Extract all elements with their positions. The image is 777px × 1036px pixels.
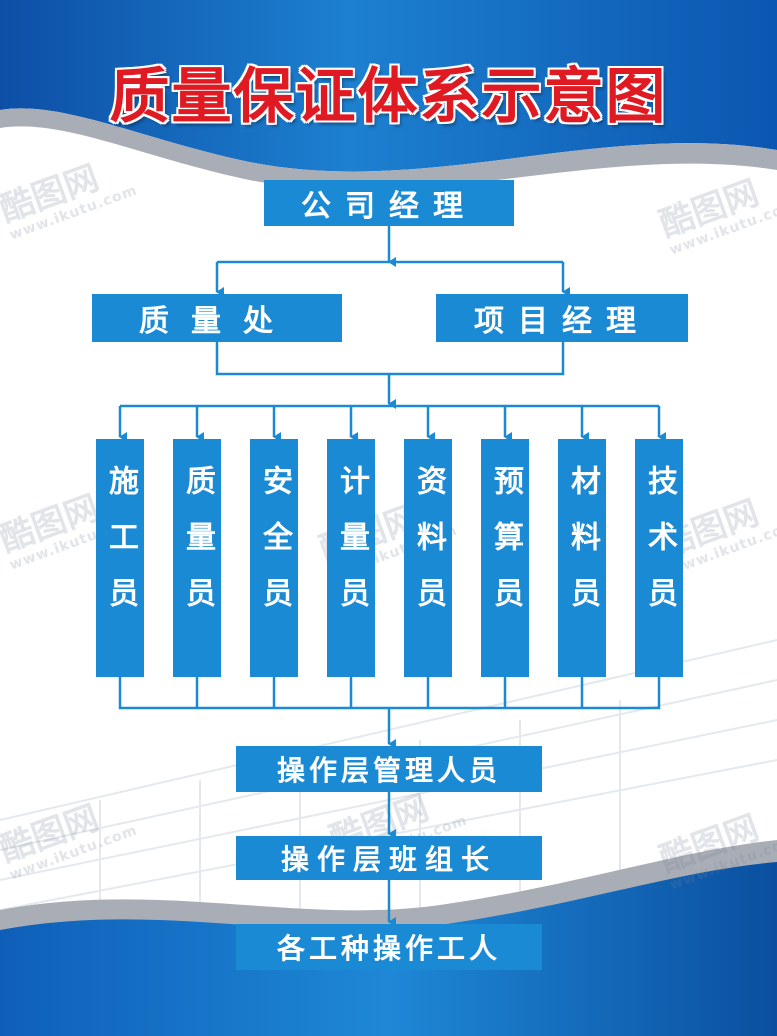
staff-box-budget: 预算员 [481, 439, 529, 677]
box-label: 项目经理 [474, 304, 650, 339]
box-label: 质量员 [180, 465, 215, 633]
box-label: 技术员 [642, 465, 677, 633]
staff-box-quality: 质量员 [173, 439, 221, 677]
box-label: 材料员 [565, 465, 600, 633]
box-label: 公司经理 [301, 189, 477, 224]
box-label: 操作层班组长 [280, 843, 497, 876]
staff-box-documents: 资料员 [404, 439, 452, 677]
page-title: 质量保证体系示意图 [109, 62, 668, 132]
company-manager-box: 公司经理 [264, 180, 514, 226]
workers-box: 各工种操作工人 [236, 924, 542, 970]
staff-box-technical: 技术员 [635, 439, 683, 677]
staff-box-metering: 计量员 [327, 439, 375, 677]
staff-box-materials: 材料员 [558, 439, 606, 677]
box-label: 安全员 [257, 465, 292, 633]
project-manager-box: 项目经理 [436, 294, 688, 342]
box-label: 施工员 [103, 465, 138, 633]
box-label: 各工种操作工人 [276, 932, 501, 965]
operations-management-box: 操作层管理人员 [236, 746, 542, 792]
staff-box-construction: 施工员 [96, 439, 144, 677]
box-label: 计量员 [334, 465, 369, 633]
team-leader-box: 操作层班组长 [236, 836, 542, 880]
box-label: 预算员 [488, 465, 523, 633]
box-label: 质量处 [139, 304, 295, 339]
box-label: 资料员 [411, 465, 446, 633]
quality-department-box: 质量处 [92, 294, 342, 342]
staff-box-safety: 安全员 [250, 439, 298, 677]
box-label: 操作层管理人员 [276, 754, 501, 787]
